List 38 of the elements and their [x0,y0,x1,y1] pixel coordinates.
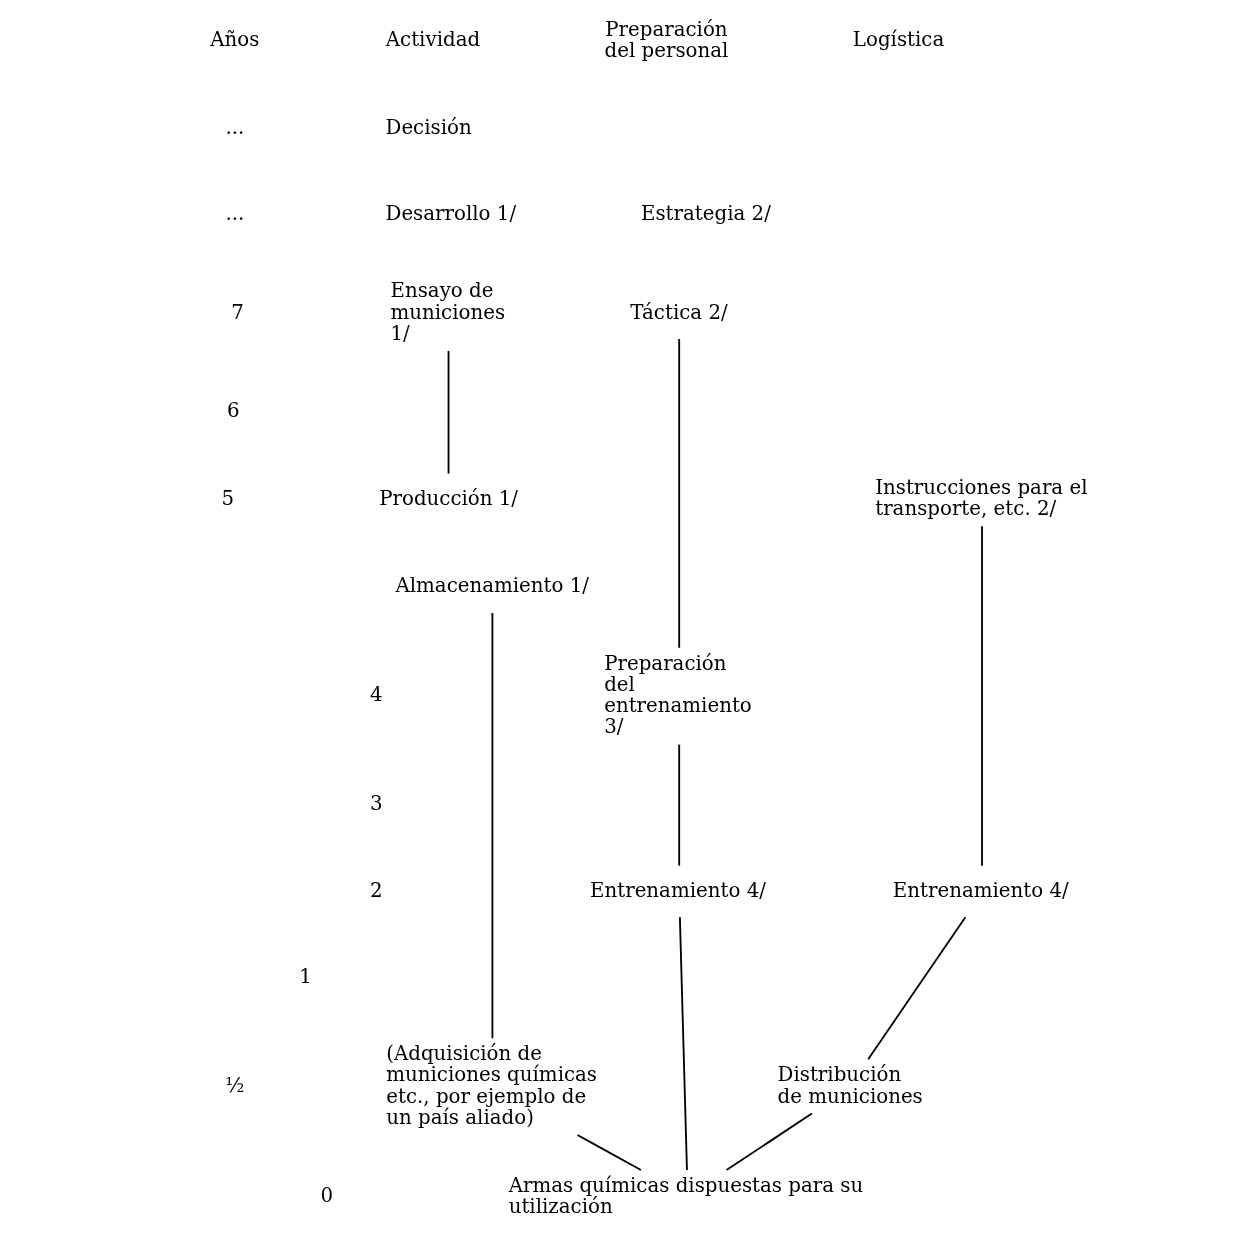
label: Actividad [385,28,481,52]
node-text: (Adquisición de municiones químicas etc., por ejemplo de un país aliado) [386,1042,598,1129]
node-text: Entrenamiento 4/ [892,878,1069,902]
label: 1 [299,964,312,988]
node-text: Táctica 2/ [630,300,728,324]
label: Preparación del personal [604,17,729,62]
label: 7 [231,300,244,324]
node-text: Ensayo de municiones 1/ [390,279,506,345]
label: 2 [370,878,383,902]
node-text: Armas químicas dispuestas para su utilización [508,1173,864,1218]
connector [447,350,450,475]
node-text: Producción 1/ [379,486,519,510]
connector [678,743,681,867]
label: 5 [221,486,235,510]
label: ½ [225,1073,245,1097]
node-text: Entrenamiento 4/ [590,878,766,902]
label: 4 [370,683,383,707]
connector [491,612,494,1040]
label: 0 [320,1184,334,1208]
connector [981,525,983,867]
connector [678,338,681,649]
connector [867,916,967,1061]
connector [678,916,688,1171]
label: Años [210,28,260,52]
label: 3 [370,792,383,816]
node-text: Distribución de municiones [777,1063,923,1108]
node-text: Preparación del entrenamiento 3/ [604,651,752,739]
node-text: Almacenamiento 1/ [395,574,590,598]
connector [576,1134,642,1171]
node-text: Desarrollo 1/ [385,202,517,226]
label: 6 [227,398,240,422]
connector [725,1112,813,1171]
node-text: Decisión [385,115,472,139]
label: ... [225,115,245,139]
node-text: Estrategia 2/ [640,202,771,226]
label: Logística [852,28,945,52]
label: ... [225,202,245,226]
node-text: Instrucciones para el transporte, etc. 2/ [875,476,1088,521]
